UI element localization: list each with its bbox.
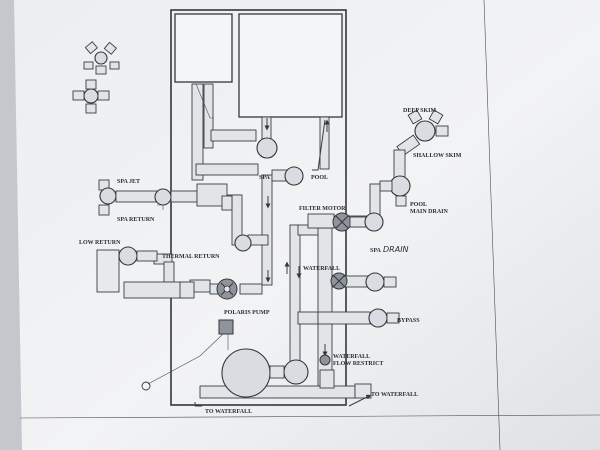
- label-to-waterfall-right: TO WATERFALL: [371, 392, 418, 398]
- label-spa: SPA: [259, 175, 271, 181]
- label-waterfall-flow-restrict-2: FLOW RESTRICT: [333, 361, 383, 367]
- label-filter-motor: FILTER MOTOR: [299, 206, 346, 212]
- legend-valve-icon: [83, 41, 120, 75]
- label-thermal-return: THERMAL RETURN: [162, 254, 220, 260]
- label-spa-drain-handwritten: DRAIN: [383, 245, 409, 254]
- sheet-border-line: [19, 414, 600, 419]
- polaris-pump: [141, 319, 234, 391]
- spa-return-tee: [234, 234, 252, 252]
- label-waterfall-flow-restrict-1: WATERFALL: [333, 354, 370, 360]
- label-waterfall: WATERFALL: [303, 266, 340, 272]
- label-spa-drain-printed: SPA: [370, 248, 382, 254]
- spa-valve: [256, 137, 278, 159]
- label-polaris-pump: POLARIS PUMP: [224, 310, 270, 316]
- thermal-return-valve: [216, 278, 238, 300]
- waterfall-valve: [330, 272, 348, 290]
- legend-tee-icon: [72, 79, 110, 114]
- label-shallow-skim: SHALLOW SKIM: [413, 153, 462, 159]
- label-to-waterfall-bottom: TO WATERFALL: [205, 409, 252, 415]
- pump-icon: [221, 348, 309, 398]
- spa-jet-assembly: [98, 179, 233, 216]
- tank-right: [238, 13, 343, 118]
- waterfall-tee: [365, 272, 397, 292]
- tank-left: [174, 13, 233, 83]
- label-deep-skim: DEEP SKIM: [403, 108, 437, 114]
- low-return-assembly: [96, 246, 195, 299]
- sheet-border-line: [483, 0, 501, 450]
- label-spa-return: SPA RETURN: [117, 217, 155, 223]
- label-pool-main-drain-1: POOL: [410, 202, 427, 208]
- flow-restrict-valve: [319, 354, 331, 366]
- label-low-return: LOW RETURN: [79, 240, 121, 246]
- pool-valve: [284, 166, 304, 186]
- bypass-tee: [368, 308, 400, 328]
- label-spa-jet: SPA JET: [117, 179, 140, 185]
- flow-arrow-icon: [194, 118, 372, 407]
- equipment-pad-outline: [170, 9, 347, 406]
- label-bypass: BYPASS: [397, 318, 420, 324]
- label-pool: POOL: [311, 175, 328, 181]
- label-pool-main-drain-2: MAIN DRAIN: [410, 209, 448, 215]
- main-drain-tee: [364, 212, 384, 232]
